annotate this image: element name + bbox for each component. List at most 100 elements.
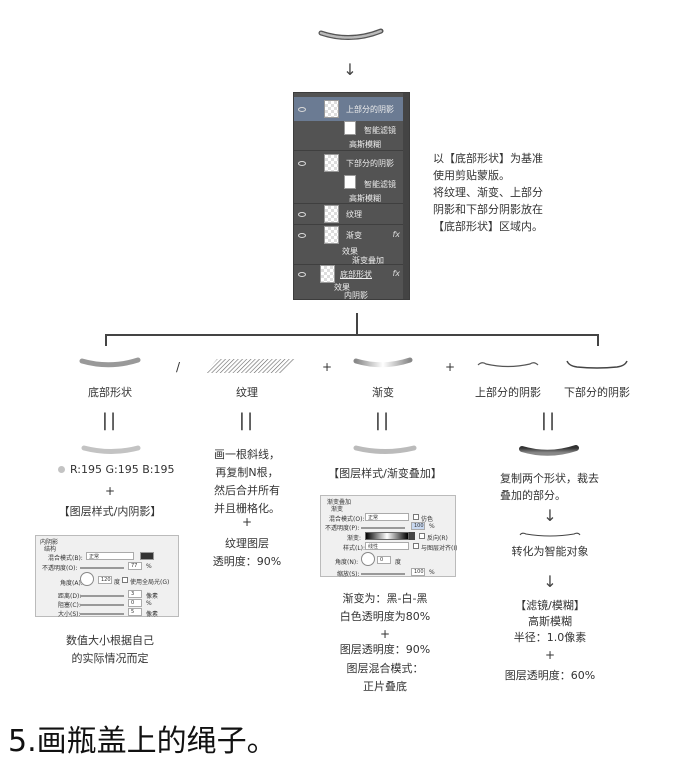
connector-stem (356, 313, 358, 335)
align-checkbox[interactable] (413, 543, 419, 549)
layer-bottom-shape[interactable]: 底部形状 fx (294, 265, 404, 283)
layers-panel: 上部分的阴影 智能滤镜 高斯模糊 下部分的阴影 智能滤镜 高斯模糊 纹理 渐变 … (293, 92, 410, 300)
shadow-layer-opacity: 图层透明度：60% (504, 669, 596, 682)
gaussian-blur-row[interactable]: 高斯模糊 (349, 194, 381, 203)
gradient-overlay-row[interactable]: 渐变叠加 (352, 256, 384, 265)
scale-field[interactable]: 100 (411, 568, 425, 576)
bottom-shape-arc (79, 357, 141, 368)
plus-sign: + (104, 484, 116, 498)
bottom-shape-note: 数值大小根据自己 的实际情况而定 (66, 634, 154, 665)
plus-sign: + (544, 648, 556, 662)
upper-shadow-arc (477, 362, 539, 368)
layer-thumbnail (320, 265, 335, 283)
eye-icon[interactable] (298, 211, 306, 217)
layer-thumbnail (324, 205, 339, 223)
gradient-result-arc (353, 445, 417, 454)
gradient-dropdown[interactable] (409, 532, 415, 540)
distance-slider[interactable] (80, 595, 124, 597)
lower-shadow-arc (566, 360, 628, 369)
size-field[interactable]: 5 (128, 608, 142, 616)
plus-operator: + (444, 360, 456, 374)
inner-shadow-dialog: 内阴影 结构 混合模式(B): 正常 不透明度(O): 77 % 角度(A): … (35, 535, 179, 618)
layer-lower-shadow[interactable]: 下部分的阴影 (294, 151, 404, 175)
down-arrow-icon: ↓ (343, 60, 357, 79)
gradient-overlay-dialog: 渐变叠加 渐变 混合模式(O): 正常 仿色 不透明度(P): 100 % 渐变… (320, 495, 457, 578)
style-title-gradient-overlay: 【图层样式/渐变叠加】 (328, 467, 442, 480)
layer-gradient[interactable]: 渐变 fx (294, 225, 404, 245)
gradient-desc: 渐变为：黑-白-黑 白色透明度为80% (339, 592, 431, 623)
gaussian-blur-label: 高斯模糊 (528, 615, 572, 628)
plus-sign: + (379, 627, 391, 641)
equals-sign: || (374, 410, 392, 431)
layer-thumbnail (324, 226, 339, 244)
equals-sign: || (238, 410, 256, 431)
gradient-arc (353, 357, 413, 368)
eye-icon[interactable] (298, 106, 306, 112)
effects-row[interactable]: 效果 (334, 283, 350, 292)
connector-bracket (105, 334, 599, 346)
equals-sign: || (101, 410, 119, 431)
slash-operator: / (175, 360, 181, 374)
layer-upper-shadow[interactable]: 上部分的阴影 (294, 97, 404, 121)
filter-blur-title: 【滤镜/模糊】 (515, 599, 585, 612)
filter-mask-thumbnail (344, 175, 356, 189)
opacity-slider[interactable] (80, 567, 124, 569)
fx-icon[interactable]: fx (392, 230, 400, 239)
blend-mode-select[interactable]: 正常 (365, 513, 409, 521)
smart-filter-row[interactable]: 智能滤镜 (294, 121, 404, 137)
plus-sign: + (241, 515, 253, 529)
reverse-checkbox[interactable] (419, 533, 425, 539)
angle-field[interactable]: 0 (377, 556, 391, 564)
opacity-field[interactable]: 100 (411, 522, 425, 530)
global-light-checkbox[interactable] (122, 577, 128, 583)
angle-dial[interactable] (80, 572, 94, 586)
angle-field[interactable]: 120 (98, 576, 112, 584)
rope-arc-preview (318, 28, 384, 40)
angle-dial[interactable] (361, 552, 375, 566)
step-heading: 5.画瓶盖上的绳子。 (8, 724, 277, 759)
texture-parallelogram (205, 359, 295, 373)
eye-icon[interactable] (298, 232, 306, 238)
filter-mask-thumbnail (344, 121, 356, 135)
smart-filter-row[interactable]: 智能滤镜 (294, 175, 404, 191)
gradient-layer-opacity: 图层透明度：90% (339, 643, 431, 656)
scale-slider[interactable] (361, 573, 405, 575)
style-select[interactable]: 线性 (365, 542, 409, 550)
layer-texture[interactable]: 纹理 (294, 204, 404, 224)
gradient-picker[interactable] (365, 532, 409, 540)
blur-radius: 半径：1.0像素 (513, 631, 587, 644)
texture-steps: 画一根斜线， 再复制N根， 然后合并所有 并且栅格化。 (214, 448, 280, 515)
equals-sign: || (540, 410, 558, 431)
dither-checkbox[interactable] (413, 514, 419, 520)
scrollbar[interactable] (403, 93, 409, 299)
shadow-combined-arc (519, 445, 579, 456)
opacity-slider[interactable] (361, 527, 405, 529)
shadow-color-swatch[interactable] (140, 552, 154, 560)
inner-shadow-row[interactable]: 内阴影 (344, 291, 368, 300)
down-arrow-icon: ↓ (543, 506, 557, 525)
label-bottom-shape: 底部形状 (88, 386, 132, 399)
choke-field[interactable]: 0 (128, 599, 142, 607)
choke-slider[interactable] (80, 604, 124, 606)
gradient-blend-mode: 图层混合模式： 正片叠底 (346, 662, 424, 693)
eye-icon[interactable] (298, 160, 306, 166)
clipping-mask-note: 以【底部形状】为基准 使用剪贴蒙版。 将纹理、渐变、上部分 阴影和下部分阴影放在… (433, 152, 543, 233)
gaussian-blur-row[interactable]: 高斯模糊 (349, 140, 381, 149)
convert-smart-object: 转化为智能对象 (511, 545, 589, 558)
label-texture: 纹理 (236, 386, 258, 399)
blend-mode-select[interactable]: 正常 (86, 552, 134, 560)
fx-icon[interactable]: fx (392, 269, 400, 278)
layer-thumbnail (324, 100, 339, 118)
eye-icon[interactable] (298, 271, 306, 277)
distance-field[interactable]: 3 (128, 590, 142, 598)
size-slider[interactable] (80, 613, 124, 615)
color-swatch-dot (58, 466, 65, 473)
layer-thumbnail (324, 154, 339, 172)
rgb-value: R:195 G:195 B:195 (70, 463, 175, 476)
down-arrow-icon: ↓ (543, 572, 557, 591)
effects-row[interactable]: 效果 (342, 247, 358, 256)
shadow-desc: 复制两个形状，裁去 叠加的部分。 (500, 472, 599, 502)
opacity-field[interactable]: 77 (128, 562, 142, 570)
plus-operator: + (321, 360, 333, 374)
shadow-thin-arc (519, 532, 581, 537)
